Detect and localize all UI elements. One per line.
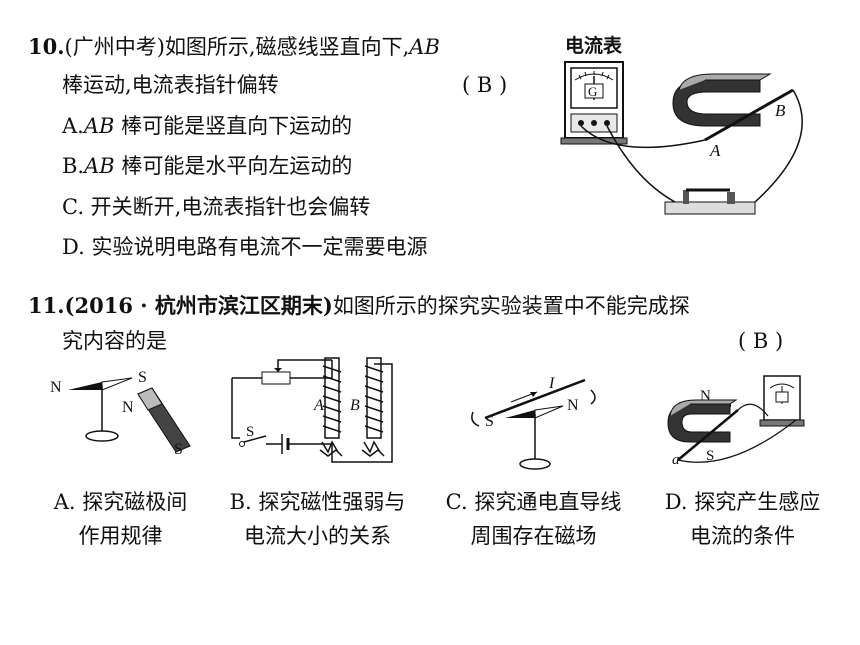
conductor-ab xyxy=(677,409,739,461)
label-n: N xyxy=(700,388,711,404)
caption-line: C. 探究通电直导线 xyxy=(445,490,622,514)
current-arrow-icon xyxy=(510,391,538,403)
option-text: 实验说明电路有电流不一定需要电源 xyxy=(84,235,428,259)
bar-magnet-icon xyxy=(137,387,191,453)
q10-option-a: A.AB 棒可能是竖直向下运动的 xyxy=(62,113,352,139)
q10-option-c: C. 开关断开,电流表指针也会偏转 xyxy=(62,194,370,220)
option-text: 棒可能是竖直向下运动的 xyxy=(114,114,353,138)
label-s: S xyxy=(174,441,183,458)
label-a: A xyxy=(313,397,324,414)
q11-text: 如图所示的探究实验装置中不能完成探 xyxy=(332,294,690,318)
q10-option-b: B.AB 棒可能是水平向左运动的 xyxy=(62,153,352,179)
q11-caption-a: A. 探究磁极间 作用规律 xyxy=(38,485,203,553)
caption-line: 周围存在磁场 xyxy=(470,524,597,548)
label-s: S xyxy=(706,448,714,464)
label-n: N xyxy=(567,397,579,414)
caption-line: B. 探究磁性强弱与 xyxy=(229,490,406,514)
q11-source: (2016 · 杭州市滨江区期末) xyxy=(64,293,333,318)
q11-answer: ( B ) xyxy=(738,329,784,353)
horseshoe-magnet-icon xyxy=(667,399,738,443)
q10-number: 10. xyxy=(28,34,65,59)
rheostat-icon xyxy=(261,368,291,385)
caption-line: A. 探究磁极间 xyxy=(53,490,188,514)
q11-stem-line1: 11.(2016 · 杭州市滨江区期末)如图所示的探究实验装置中不能完成探 xyxy=(28,293,690,319)
option-ab: AB xyxy=(84,154,115,178)
q10-stem-line1: 10.(广州中考)如图所示,磁感线竖直向下,AB xyxy=(28,34,440,60)
switch-icon xyxy=(239,435,282,447)
option-letter: B. xyxy=(62,154,85,178)
caption-line: 电流的条件 xyxy=(690,524,795,548)
q11-number: 11. xyxy=(28,293,65,318)
meter-g-label: G xyxy=(588,84,597,99)
q10-stem-line2: 棒运动,电流表指针偏转 xyxy=(62,73,279,97)
q10-text: 如图所示,磁感线竖直向下, xyxy=(164,35,410,59)
q10-figure: 电流表 G A B xyxy=(555,30,825,230)
label-a: A xyxy=(709,141,721,160)
caption-line: D. 探究产生感应 xyxy=(664,490,821,514)
option-ab: AB xyxy=(83,114,115,138)
label-n: N xyxy=(122,399,134,416)
conductor-ab xyxy=(704,88,794,142)
electromagnet-icon xyxy=(319,357,385,457)
circuit-wires xyxy=(231,359,393,463)
q10-source: (广州中考) xyxy=(64,35,165,59)
q11-figure-c: I S N xyxy=(455,360,610,480)
compass-needle-icon xyxy=(505,405,564,470)
q10-answer: ( B ) xyxy=(462,73,508,97)
option-text: 开关断开,电流表指针也会偏转 xyxy=(84,195,371,219)
label-n: N xyxy=(50,379,62,396)
label-s: S xyxy=(246,424,254,440)
switch-icon xyxy=(664,188,756,215)
q11-caption-d: D. 探究产生感应 电流的条件 xyxy=(640,485,845,553)
battery-icon xyxy=(281,434,306,454)
option-letter: C. xyxy=(62,195,84,219)
q10-ab: AB xyxy=(409,35,440,59)
straight-wire xyxy=(484,378,586,420)
caption-line: 电流大小的关系 xyxy=(244,524,391,548)
option-text: 棒可能是水平向左运动的 xyxy=(114,154,353,178)
option-letter: D. xyxy=(62,235,85,259)
ammeter-title: 电流表 xyxy=(565,34,623,57)
label-b: B xyxy=(775,101,786,120)
q11-figure-d: N b a S xyxy=(660,360,820,480)
label-i: I xyxy=(548,375,555,392)
q10-option-d: D. 实验说明电路有电流不一定需要电源 xyxy=(62,234,427,260)
horseshoe-magnet-icon xyxy=(672,73,772,127)
ammeter-icon xyxy=(759,375,805,427)
compass-needle-icon xyxy=(68,377,133,442)
label-s: S xyxy=(485,413,494,430)
q11-caption-c: C. 探究通电直导线 周围存在磁场 xyxy=(426,485,641,553)
label-s: S xyxy=(138,369,147,386)
option-letter: A. xyxy=(62,114,84,138)
q11-caption-b: B. 探究磁性强弱与 电流大小的关系 xyxy=(210,485,425,553)
caption-line: 作用规律 xyxy=(78,524,163,548)
q11-stem-line2: 究内容的是 xyxy=(62,329,167,353)
rotation-arrow-icon xyxy=(590,389,596,405)
q11-figure-a: N S N S xyxy=(40,360,200,480)
q11-figure-b: S A B xyxy=(222,350,407,480)
ammeter-icon: G xyxy=(560,61,628,145)
label-a: a xyxy=(672,452,680,468)
rotation-arrow-icon xyxy=(471,411,480,427)
label-b: B xyxy=(350,397,360,414)
